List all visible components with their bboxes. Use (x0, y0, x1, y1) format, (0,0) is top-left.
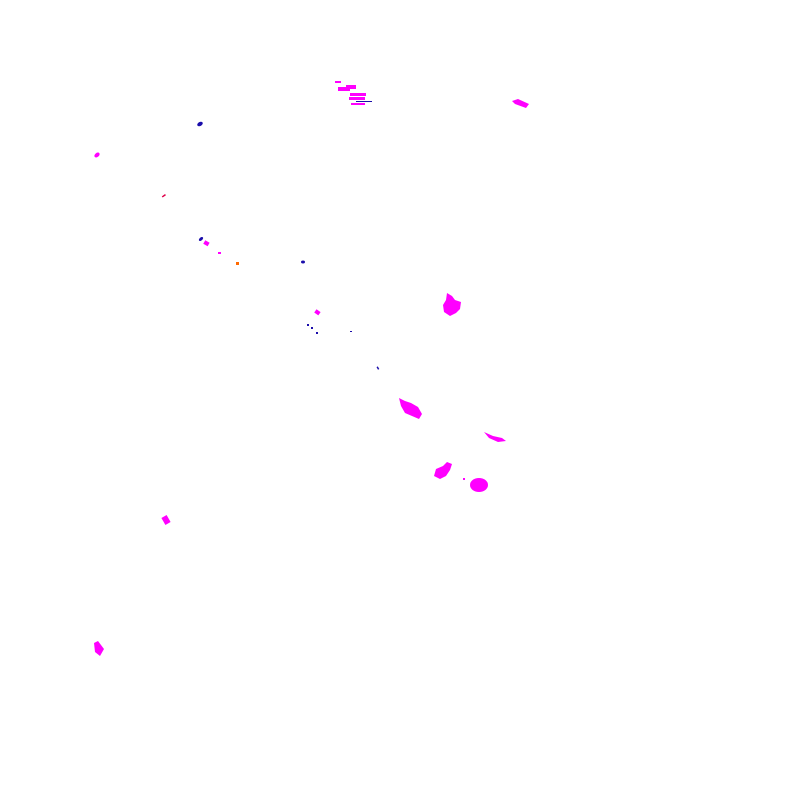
map-patch-blue (307, 324, 309, 326)
map-patch-magenta (203, 240, 210, 247)
map-patch-magenta (94, 641, 104, 656)
map-patch-red (161, 194, 166, 198)
map-patch-blue (316, 332, 318, 334)
map-patch-magenta (350, 93, 366, 96)
map-patch-magenta (349, 97, 365, 100)
map-patch-magenta (443, 293, 461, 316)
map-patch-blue (311, 327, 313, 329)
map-patch-magenta (314, 309, 321, 316)
map-patch-magenta (161, 515, 171, 525)
map-patch-blue (376, 366, 380, 370)
map-patch-magenta (512, 99, 529, 108)
map-patch-magenta (338, 87, 350, 91)
map-patch-magenta (399, 398, 422, 419)
map-patch-magenta (351, 103, 365, 105)
map-patch-magenta (335, 81, 341, 83)
map-patch-blue (198, 237, 204, 241)
map-patch-blue (356, 101, 372, 102)
map-patch-orange (236, 262, 239, 265)
map-patch-magenta (484, 432, 506, 442)
map-patch-magenta (470, 478, 488, 492)
map-patch-magenta (94, 152, 100, 158)
map-patch-magenta (218, 252, 221, 254)
map-patch-blue (301, 260, 305, 264)
map-patch-blue (350, 331, 352, 332)
map-patch-magenta (346, 85, 356, 89)
map-patch-magenta (463, 478, 465, 480)
map-patch-magenta (434, 462, 452, 479)
map-patch-blue (197, 121, 203, 127)
